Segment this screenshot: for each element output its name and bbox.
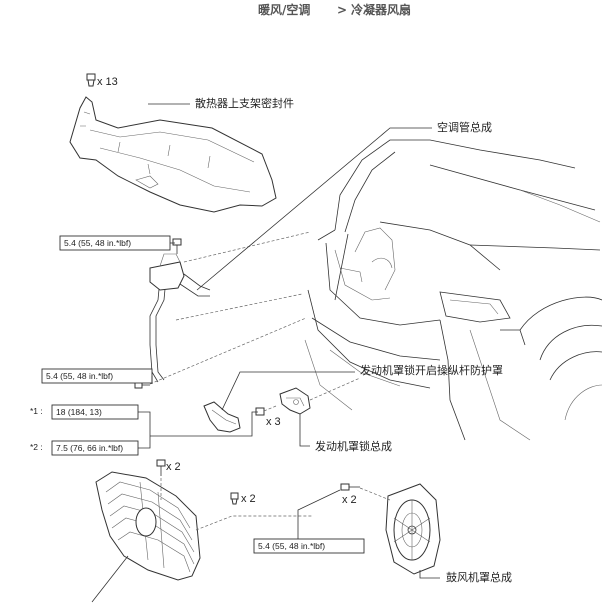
hood-lock-assembly: [279, 387, 311, 415]
vehicle-front-illustration: [304, 139, 602, 441]
clip-icon: [86, 73, 96, 87]
grille-clips-quantity: x 2: [241, 493, 256, 505]
fan-bolts-quantity: x 2: [342, 494, 357, 506]
callout-ac-pipe: 空调管总成: [437, 120, 492, 134]
torque-pipe-upper: 5.4 (55, 48 in.*lbf): [64, 238, 131, 248]
torque-lock-1: 18 (184, 13): [56, 407, 102, 417]
clip-icon: [230, 492, 239, 505]
grille-bolts-quantity: x 2: [166, 461, 181, 473]
torque-pipe-lower: 5.4 (55, 48 in.*lbf): [46, 371, 113, 381]
lock-bolts-quantity: x 3: [266, 416, 281, 428]
bolt-icon: [172, 238, 182, 254]
torque-fan: 5.4 (55, 48 in.*lbf): [258, 541, 325, 551]
callout-radiator-seal: 散热器上支架密封件: [195, 96, 294, 110]
marker-2: *2 :: [30, 442, 43, 452]
breadcrumb-section: 暖风/空调: [258, 2, 310, 17]
hood-lock-lever-cover: [203, 401, 241, 433]
breadcrumb-page: 冷凝器风扇: [351, 2, 411, 17]
bolt-icon: [156, 459, 166, 476]
bolt-icon: [340, 483, 360, 491]
clips-quantity: x 13: [97, 76, 118, 88]
fan-shroud-assembly: [385, 483, 441, 575]
callout-fan-shroud: 鼓风机罩总成: [446, 570, 512, 584]
torque-lock-2: 7.5 (76, 66 in.*lbf): [56, 443, 123, 453]
bolt-icon: [255, 405, 277, 416]
breadcrumb-separator: >: [337, 3, 347, 17]
callout-hood-lock: 发动机罩锁总成: [315, 439, 392, 453]
callout-hood-lock-cover: 发动机罩锁开启操纵杆防护罩: [360, 363, 503, 377]
marker-1: *1 :: [30, 406, 43, 416]
torque-box-fan: [253, 538, 365, 554]
radiator-support-seal: [69, 96, 277, 213]
ac-pipe-assembly: [149, 253, 211, 383]
radiator-grille: [95, 471, 201, 581]
